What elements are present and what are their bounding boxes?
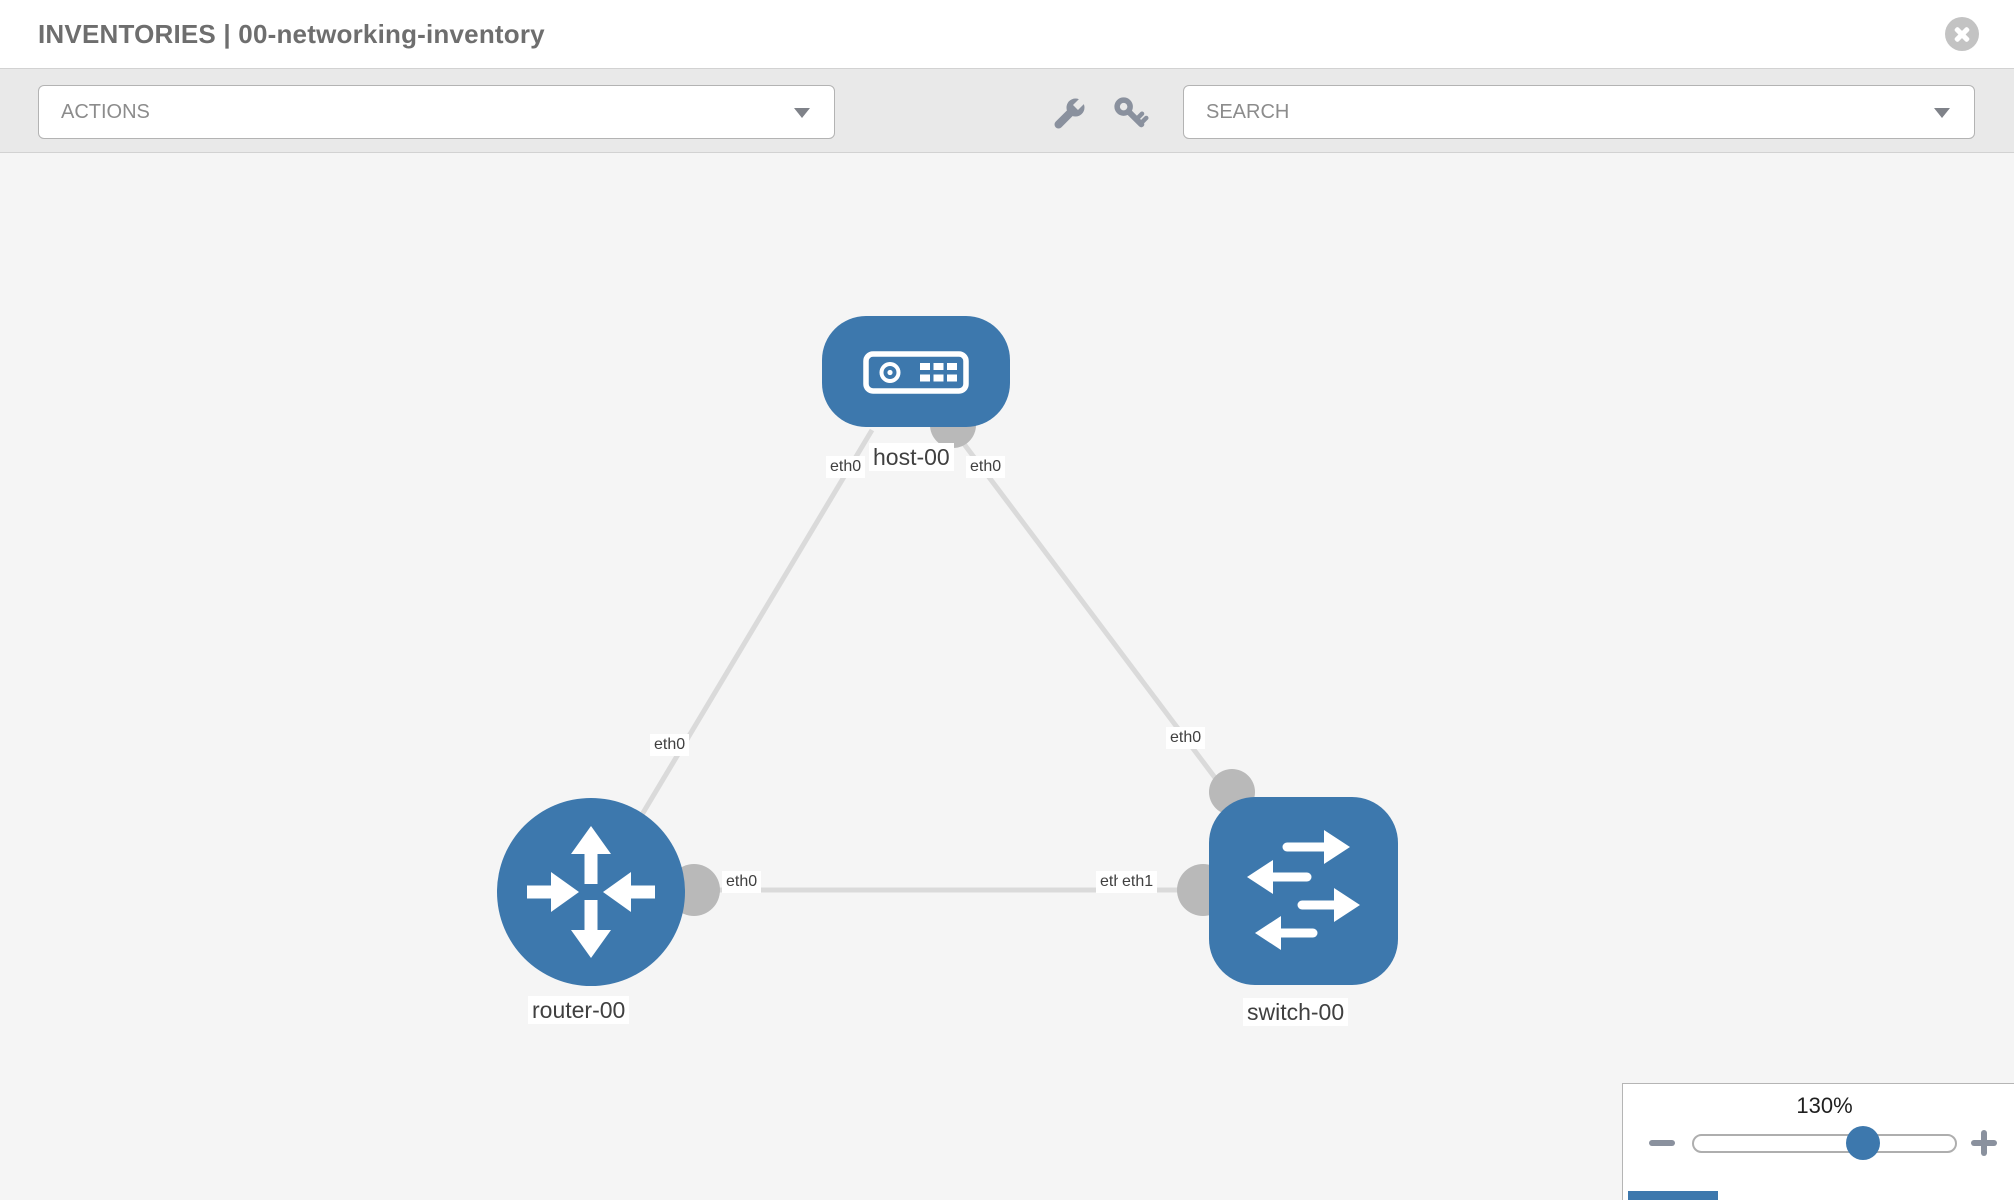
host-icon [863, 351, 969, 394]
wrench-icon[interactable] [1047, 81, 1087, 141]
header-bar: INVENTORIES | 00-networking-inventory [0, 0, 2014, 69]
topology-canvas[interactable] [0, 153, 2014, 1200]
zoom-slider-track[interactable] [1692, 1134, 1957, 1153]
plus-icon[interactable] [1971, 1130, 1997, 1156]
interface-label: eth0 [722, 871, 762, 893]
interface-label: eth0 [966, 456, 1006, 478]
links [625, 428, 1230, 893]
toolbar: ACTIONS SEARCH [0, 69, 2014, 153]
interface-label-over: eth1 [1118, 871, 1158, 893]
actions-dropdown-label: ACTIONS [61, 101, 150, 123]
link-host-router[interactable] [625, 428, 875, 840]
interface-label: eth0 [650, 734, 690, 756]
minus-icon[interactable] [1649, 1140, 1675, 1146]
chevron-down-icon [1934, 108, 1950, 118]
chevron-down-icon [794, 108, 810, 118]
node-label-router: router-00 [528, 996, 630, 1024]
zoom-slider-thumb[interactable] [1846, 1126, 1880, 1160]
switch-icon [1247, 830, 1360, 950]
search-dropdown-label: SEARCH [1206, 101, 1290, 123]
zoom-level: 130% [1796, 1093, 1853, 1118]
router-icon [527, 826, 655, 958]
interface-dots [668, 402, 1255, 916]
actions-dropdown[interactable]: ACTIONS [38, 85, 835, 139]
key-icon[interactable] [1112, 81, 1152, 141]
node-switch[interactable] [1209, 797, 1398, 985]
interface-label: eth0 [1166, 727, 1206, 749]
search-dropdown[interactable]: SEARCH [1183, 85, 1975, 139]
node-label-switch: switch-00 [1243, 998, 1349, 1026]
interface-label: eth0 [826, 456, 866, 478]
node-router[interactable] [497, 798, 685, 986]
node-host[interactable] [822, 316, 1010, 427]
clipped-blue-panel-edge [1628, 1191, 1718, 1200]
page-title: INVENTORIES | 00-networking-inventory [38, 19, 545, 49]
node-label-host: host-00 [869, 443, 954, 471]
close-icon[interactable] [1945, 17, 1979, 51]
